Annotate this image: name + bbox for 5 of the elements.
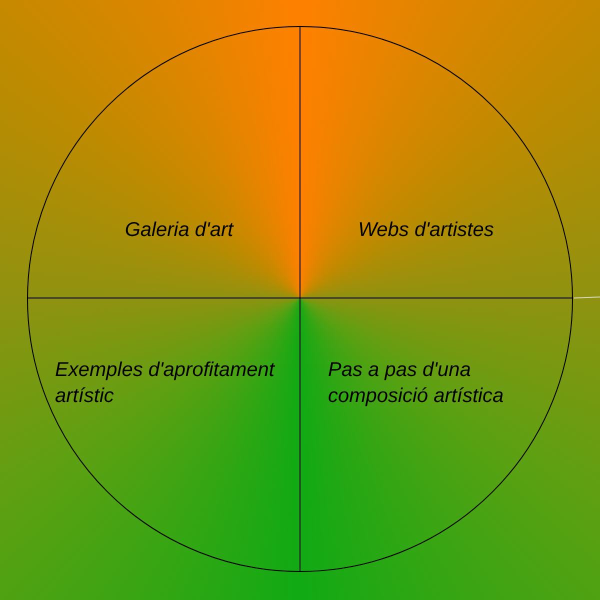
quadrant-label: Pas a pas d'una composició artística [328,358,505,409]
quadrant-label: Galeria d'art [124,218,235,243]
quadrant-label: Webs d'artistes [357,218,495,243]
circle-outline [27,26,573,572]
quadrant-label: Exemples d'aprofitament artístic [55,358,276,409]
